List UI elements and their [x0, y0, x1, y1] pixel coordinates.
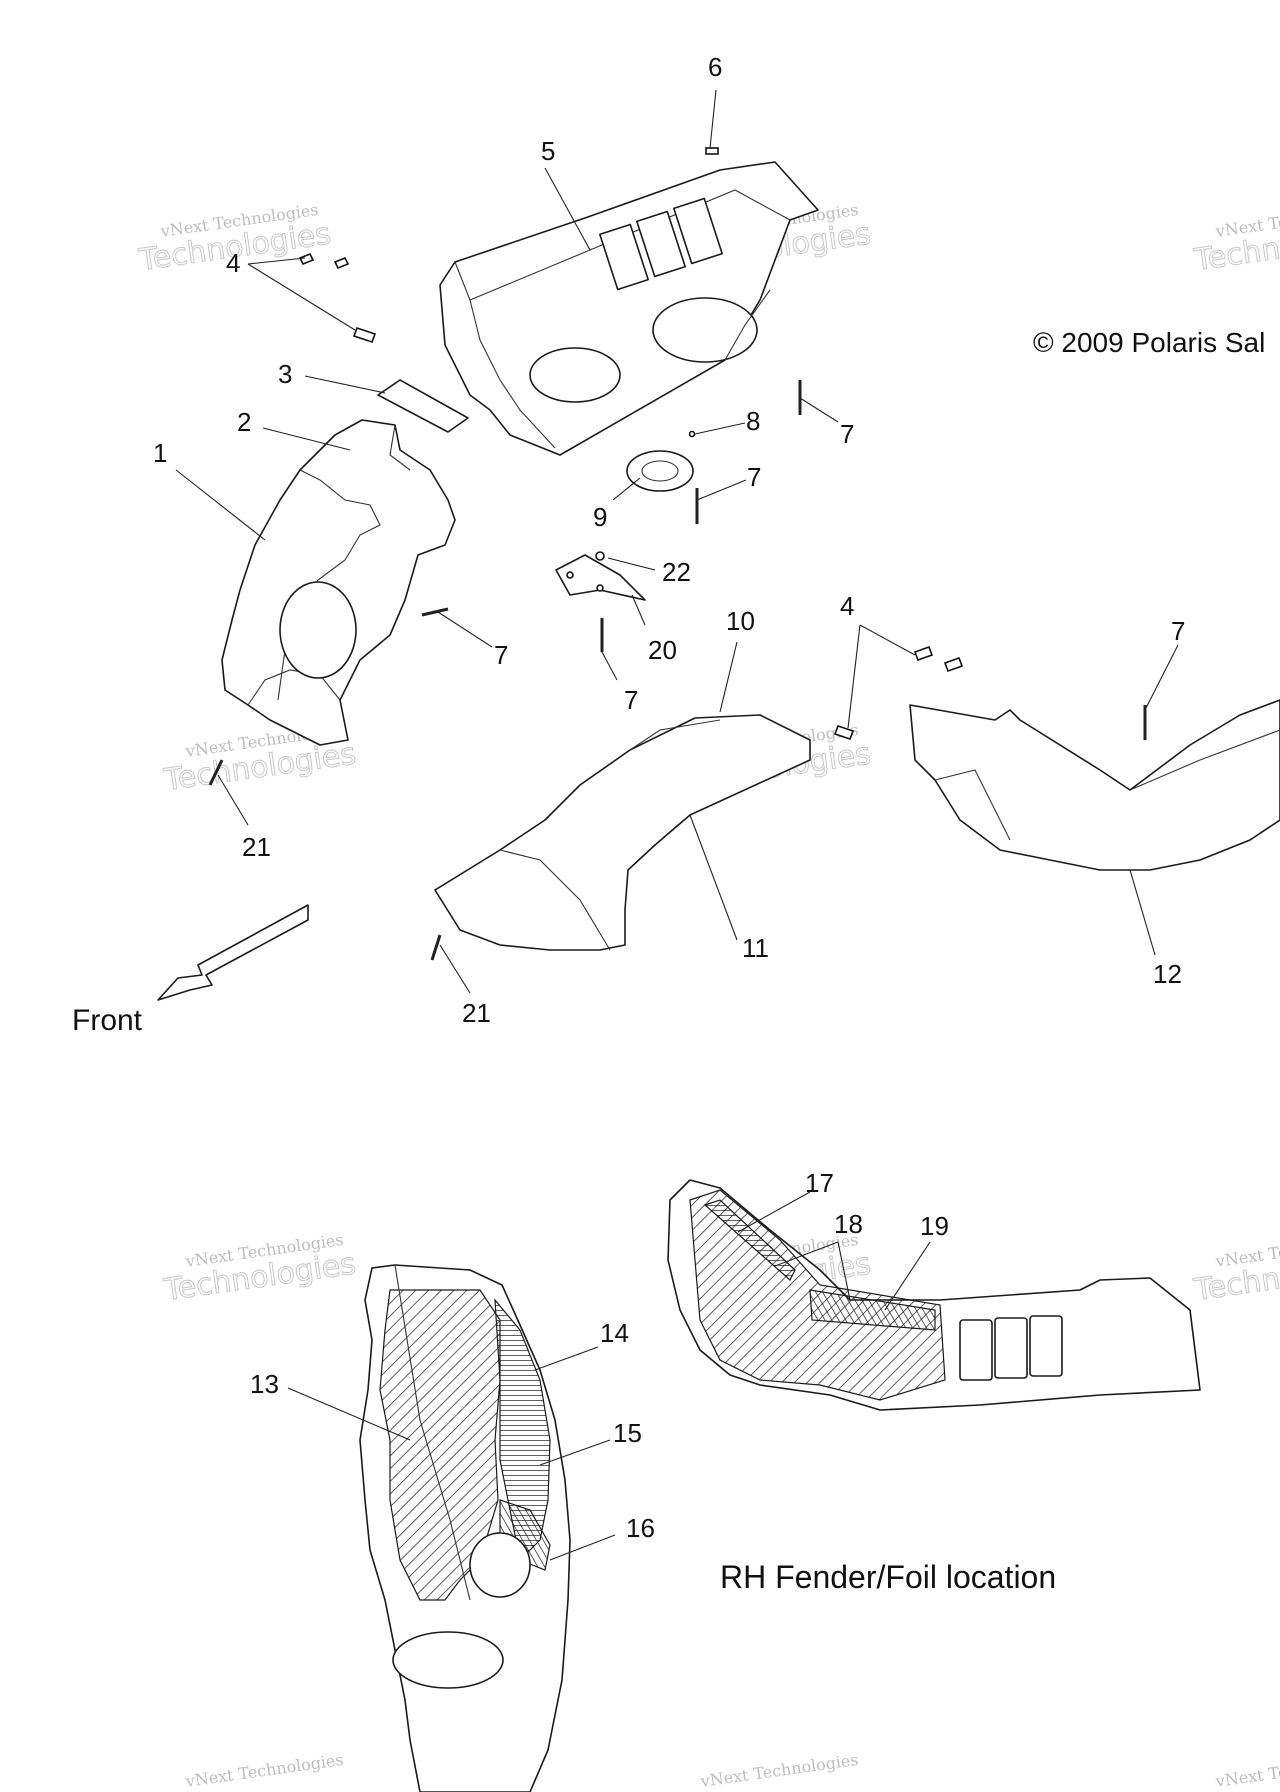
callout-3: 3	[278, 359, 292, 389]
part-5-upper-panel	[439, 161, 819, 456]
callout-6: 6	[708, 52, 722, 82]
part-12-rear-fender	[909, 699, 1280, 871]
callout-5: 5	[541, 136, 555, 166]
callout-17: 17	[805, 1168, 834, 1198]
watermark-text: vNext Technologies	[1214, 1750, 1280, 1791]
part-3-decal	[377, 379, 469, 433]
location-caption: RH Fender/Foil location	[720, 1559, 1056, 1595]
callout-8: 8	[746, 406, 760, 436]
callout-12: 12	[1153, 959, 1182, 989]
callout-22: 22	[662, 557, 691, 587]
front-label: Front	[72, 1004, 143, 1037]
callout-9: 9	[593, 502, 607, 532]
callout-10: 10	[726, 606, 755, 636]
callout-7: 7	[624, 685, 638, 715]
leader-lines-lower	[287, 1346, 616, 1561]
callout-4: 4	[226, 248, 240, 278]
callout-13: 13	[250, 1369, 279, 1399]
callout-18: 18	[834, 1209, 863, 1239]
callout-14: 14	[600, 1318, 629, 1348]
leader-lines-lower-right	[737, 1191, 931, 1311]
fasteners-group	[208, 147, 1147, 961]
part-11-side-panel	[434, 714, 811, 951]
copyright-notice: © 2009 Polaris Sal	[1033, 327, 1265, 358]
watermark-text: vNext Technologies	[184, 1750, 345, 1791]
callout-11: 11	[742, 933, 769, 963]
callout-2: 2	[237, 407, 251, 437]
callouts-top: 4 5 6 3 2 1 7 8 7 9 22 7 20 7 10 4 7 11 …	[153, 52, 1185, 1028]
callouts-lower-left: 13 14 15 16	[250, 1318, 655, 1543]
rh-upper-panel-foil-view	[667, 1179, 1201, 1411]
part-1-front-fender	[221, 419, 456, 746]
callout-20: 20	[648, 635, 677, 665]
front-direction-arrow	[157, 904, 309, 1001]
callout-7: 7	[840, 419, 854, 449]
rh-front-fender-foil-view	[359, 1264, 571, 1792]
callout-4: 4	[840, 591, 854, 621]
callout-7: 7	[747, 462, 761, 492]
callout-21: 21	[462, 998, 491, 1028]
callout-7: 7	[1171, 616, 1185, 646]
callouts-lower-right: 17 18 19	[805, 1168, 949, 1241]
callout-16: 16	[626, 1513, 655, 1543]
callout-7: 7	[494, 640, 508, 670]
callout-19: 19	[920, 1211, 949, 1241]
leader-lines	[175, 89, 1179, 994]
watermark-group: vNext Technologies Technologies vNext Te…	[136, 200, 1280, 1791]
callout-15: 15	[613, 1418, 642, 1448]
watermark-text: vNext Technologies	[699, 1750, 860, 1791]
part-20-bracket	[555, 554, 646, 601]
callout-1: 1	[153, 438, 167, 468]
callout-21: 21	[242, 832, 271, 862]
part-9-gasket	[626, 450, 694, 492]
